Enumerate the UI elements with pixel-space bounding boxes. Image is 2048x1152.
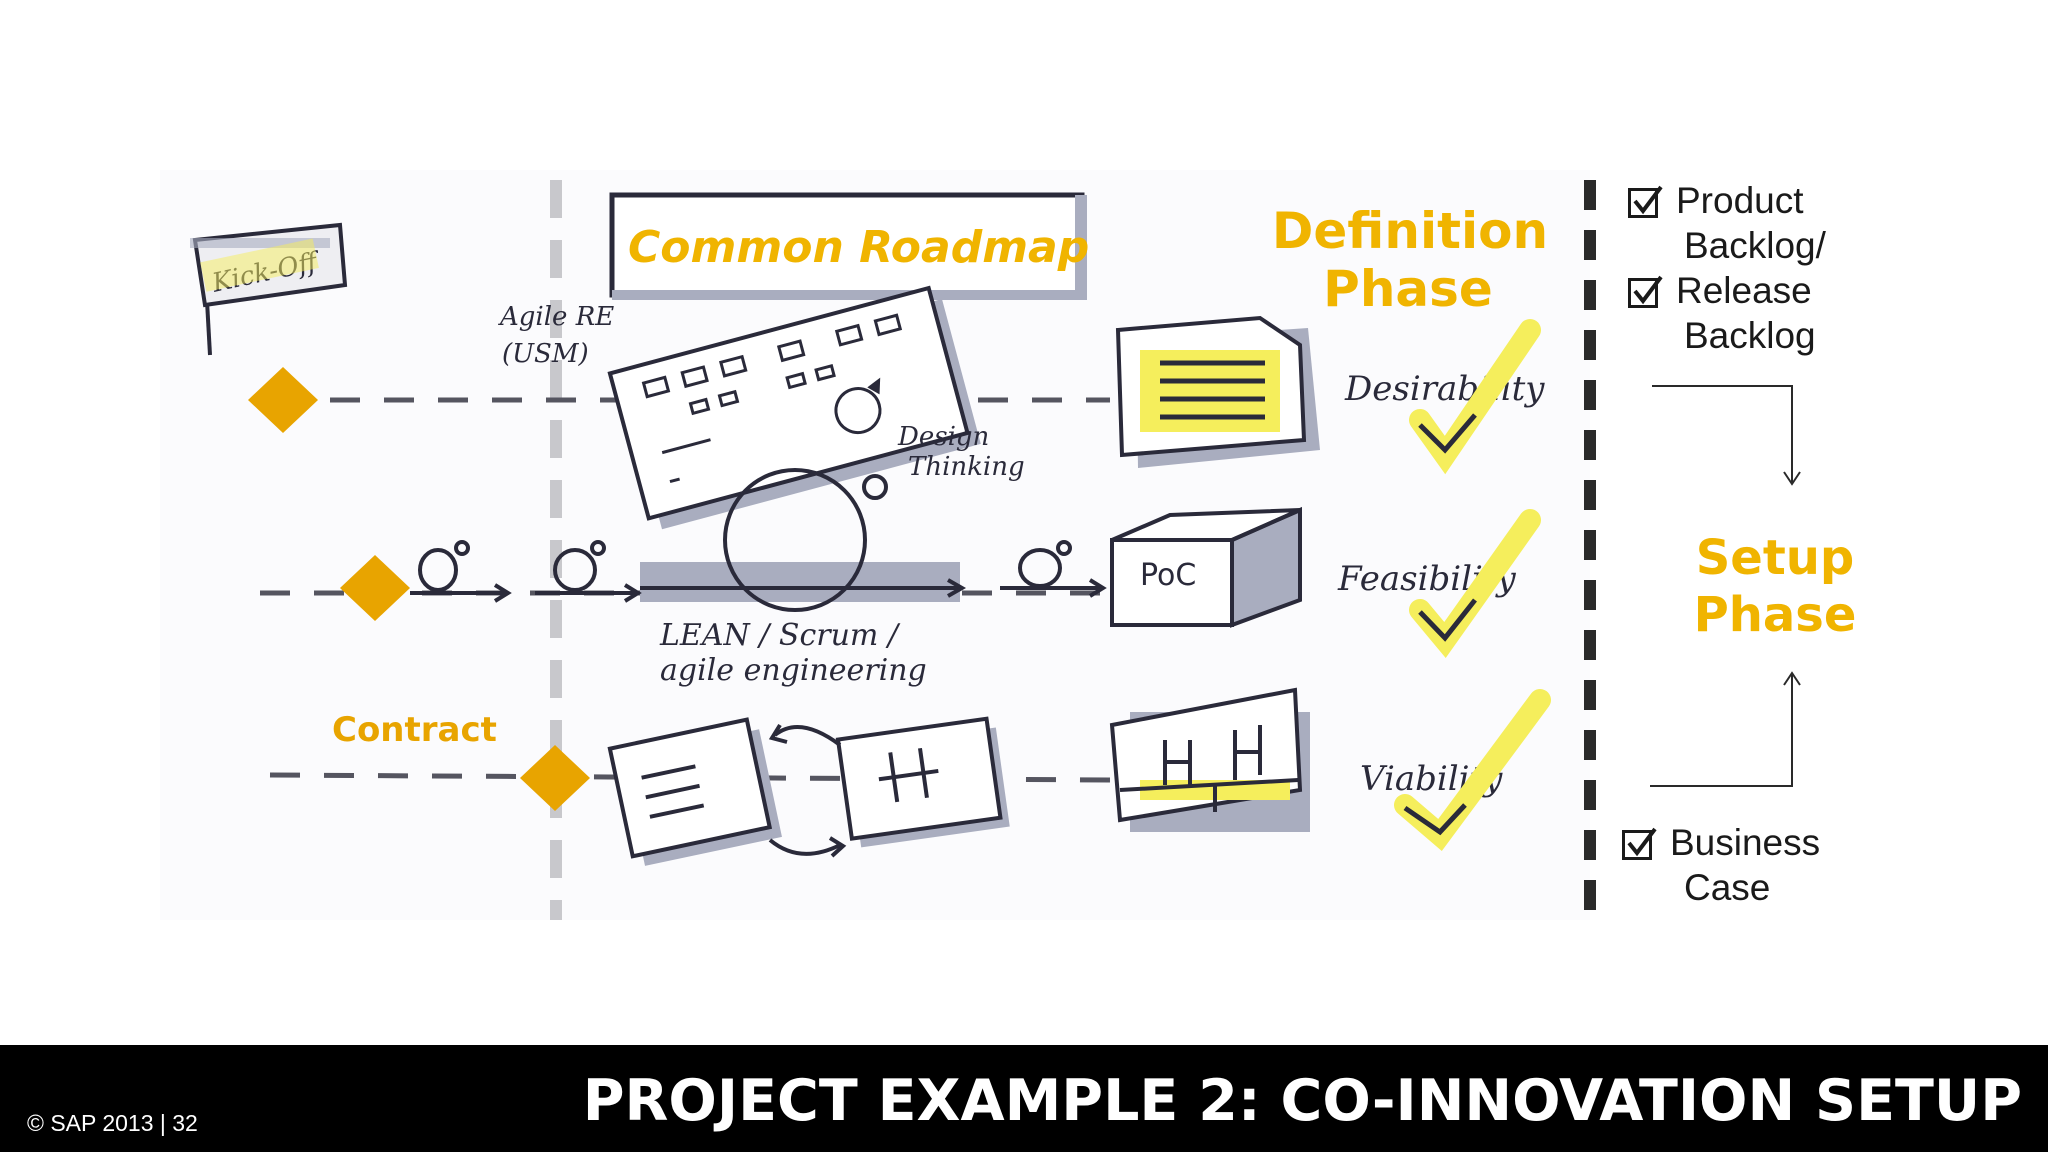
contract-document <box>607 717 782 866</box>
product-backlog-line2: Backlog/ <box>1684 225 1826 266</box>
viability-canvas <box>1109 687 1310 832</box>
design-thinking-line2: Thinking <box>908 452 1025 482</box>
feasibility-check <box>1418 598 1477 642</box>
definition-phase-line2: Phase <box>1323 260 1493 318</box>
agile-re-label-line1: Agile RE <box>498 302 614 332</box>
contract-label: Contract <box>332 710 497 750</box>
lean-marker-band <box>640 562 960 602</box>
desirability-label: Desirability <box>1344 369 1545 409</box>
poc-label: PoC <box>1140 558 1196 593</box>
product-backlog-line1: Product <box>1676 180 1804 221</box>
setup-phase-line1: Setup <box>1695 530 1855 586</box>
roadmap-label: Common Roadmap <box>628 222 1089 273</box>
slide-title: PROJECT EXAMPLE 2: CO-INNOVATION SETUP <box>582 1068 2022 1134</box>
lean-label-line2: agile engineering <box>660 653 927 688</box>
checklist-top: Product Backlog/ Release Backlog <box>1628 178 1826 358</box>
desirability-check <box>1418 413 1477 454</box>
row1-milestone-diamond <box>248 367 318 433</box>
common-roadmap-box: Common Roadmap <box>609 192 1089 300</box>
copyright-page-number: © SAP 2013 | 32 <box>27 1110 198 1136</box>
setup-flow-connectors <box>1650 385 1801 787</box>
row2-milestone-diamond <box>340 555 410 621</box>
co-innovation-diagram: Kick-Off Common Roadmap Definition Phase… <box>190 180 1801 920</box>
exchange-arrows <box>768 723 847 858</box>
story-map-board <box>607 285 981 530</box>
agile-re-label-line2: (USM) <box>502 339 589 369</box>
checkbox-checked-icon <box>1628 276 1663 309</box>
business-case-line2: Case <box>1684 867 1771 908</box>
lean-label-line1: LEAN / Scrum / <box>659 618 901 653</box>
poc-box: PoC <box>1110 506 1302 628</box>
checklist-item-release-backlog: Release Backlog <box>1628 268 1826 358</box>
design-thinking-line1: Design <box>897 422 989 452</box>
viability-check <box>1403 803 1467 836</box>
setup-phase-line2: Phase <box>1693 587 1857 643</box>
business-model-sheet <box>835 716 1010 848</box>
row3-milestone-diamond <box>520 745 590 811</box>
kickoff-flag: Kick-Off <box>190 222 348 356</box>
checkbox-checked-icon <box>1628 186 1663 219</box>
release-backlog-line2: Backlog <box>1684 315 1816 356</box>
requirements-document <box>1115 315 1320 468</box>
diagram-canvas: Kick-Off Common Roadmap Definition Phase… <box>190 180 1801 920</box>
checkbox-checked-icon <box>1622 828 1657 861</box>
slide-footer <box>0 1045 2048 1152</box>
definition-phase-line1: Definition <box>1272 202 1548 260</box>
checklist-item-product-backlog: Product Backlog/ <box>1628 178 1826 268</box>
setup-phase-label: Setup Phase <box>1630 530 1920 644</box>
business-case-line1: Business <box>1670 822 1821 863</box>
checklist-bottom: Business Case <box>1622 820 1820 910</box>
iteration-arrows <box>410 468 1107 612</box>
release-backlog-line1: Release <box>1676 270 1812 311</box>
